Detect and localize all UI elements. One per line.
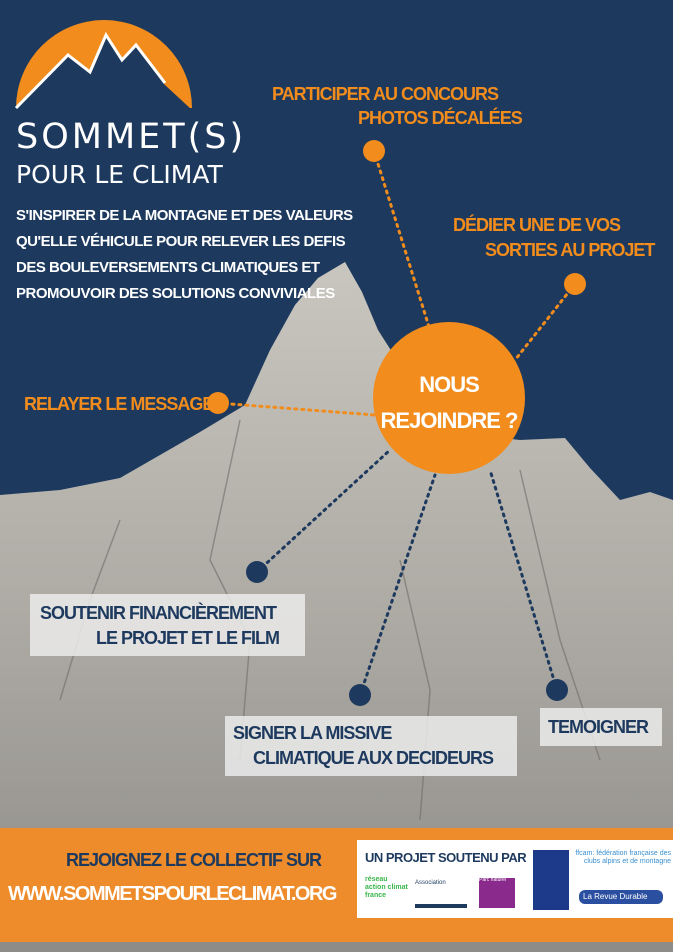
action-contest-1: PARTICIPER AU CONCOURS: [272, 84, 499, 104]
sign-line2: CLIMATIQUE AUX DECIDEURS: [253, 748, 494, 768]
dot-fund: [246, 561, 268, 583]
rock-face: [0, 262, 673, 952]
action-relay: RELAYER LE MESSAGE: [24, 394, 214, 414]
dot-relay: [207, 392, 229, 414]
logo-revue-durable: La Revue Durable: [579, 890, 663, 904]
partners-box: UN PROJET SOUTENU PAR réseau action clim…: [357, 840, 673, 918]
dot-sign: [349, 684, 371, 706]
sign-line1: SIGNER LA MISSIVE: [233, 723, 392, 743]
logo-title: SOMMET(S): [16, 117, 247, 157]
join-line2: REJOINDRE ?: [380, 408, 519, 433]
tagline-line: PROMOUVOIR DES SOLUTIONS CONVIVIALES: [16, 285, 335, 302]
action-contest-2: PHOTOS DÉCALÉES: [358, 108, 523, 128]
tagline-line: S'INSPIRER DE LA MONTAGNE ET DES VALEURS: [16, 207, 353, 224]
sign-box: SIGNER LA MISSIVE CLIMATIQUE AUX DECIDEU…: [225, 716, 517, 776]
join-line1: NOUS: [419, 372, 480, 397]
tagline-line: DES BOULEVERSEMENTS CLIMATIQUES ET: [16, 259, 320, 276]
fund-box: SOUTENIR FINANCIÈREMENT LE PROJET ET LE …: [30, 594, 305, 656]
join-collective: REJOIGNEZ LE COLLECTIF SUR: [66, 850, 322, 870]
logo-association: Association: [415, 880, 467, 908]
fund-line1: SOUTENIR FINANCIÈREMENT: [40, 603, 277, 623]
logo-subtitle: POUR LE CLIMAT: [16, 160, 223, 189]
dot-contest: [363, 140, 385, 162]
action-outing-1: DÉDIER UNE DE VOS: [453, 215, 621, 235]
join-circle: [373, 322, 525, 474]
supported-by: UN PROJET SOUTENU PAR: [365, 850, 527, 865]
logo-parc: Parc naturel: [479, 877, 515, 908]
action-outing-2: SORTIES AU PROJET: [485, 240, 655, 260]
logo-rac: réseau action climat france: [365, 876, 408, 900]
testify-box: TEMOIGNER: [540, 708, 662, 746]
dot-testify: [546, 679, 568, 701]
logo-mountain: [533, 850, 569, 910]
logo-ffcam: ffcam: fédération française des clubs al…: [575, 850, 671, 866]
dot-outing: [564, 273, 586, 295]
logo-mark: [14, 20, 192, 110]
tagline: S'INSPIRER DE LA MONTAGNE ET DES VALEURS…: [16, 203, 353, 307]
testify-label: TEMOIGNER: [548, 717, 649, 737]
tagline-line: QU'ELLE VÉHICULE POUR RELEVER LES DEFIS: [16, 233, 346, 250]
fund-line2: LE PROJET ET LE FILM: [96, 628, 280, 648]
website-link[interactable]: WWW.SOMMETSPOURLECLIMAT.ORG: [8, 883, 338, 905]
